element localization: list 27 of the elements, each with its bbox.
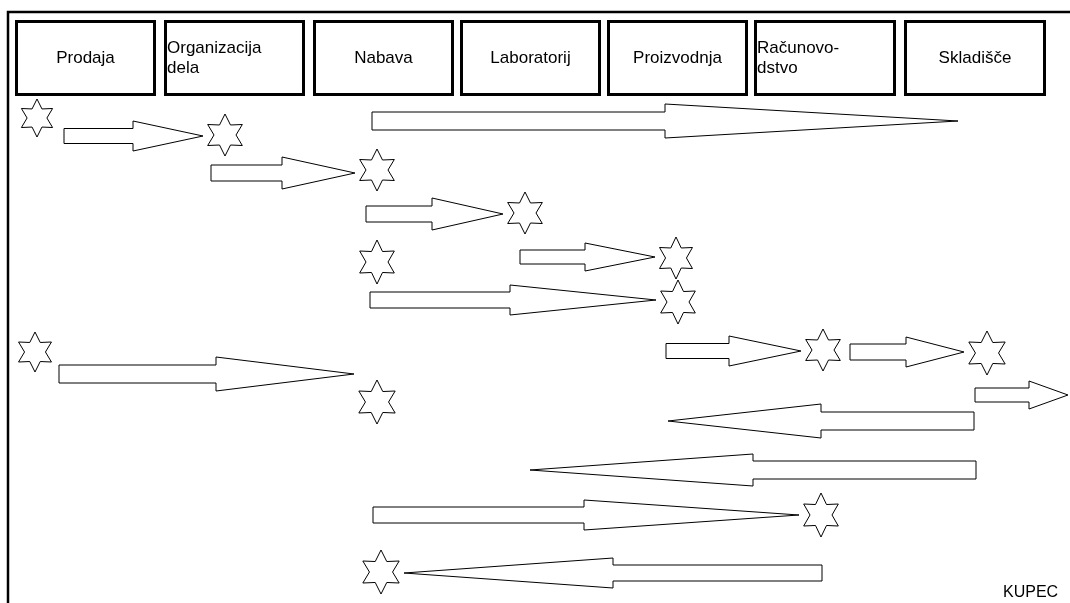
block-arrow [365, 197, 504, 231]
block-arrow [403, 557, 823, 589]
department-name: Prodaja [56, 48, 115, 68]
block-arrow [372, 499, 800, 531]
department-box [15, 20, 156, 96]
department-box [904, 20, 1046, 96]
department-name: Laboratorij [490, 48, 571, 68]
department-name: Skladišče [938, 48, 1012, 68]
department-name: Organizacija dela [167, 38, 263, 78]
block-arrow [519, 242, 656, 272]
customer-label: KUPEC [1003, 583, 1059, 601]
block-arrow [58, 356, 355, 392]
department-box [460, 20, 601, 96]
department-box [607, 20, 748, 96]
department-name: Proizvodnja [633, 48, 722, 68]
department-name: Nabava [354, 48, 413, 68]
department-box [164, 20, 305, 96]
block-arrow [974, 380, 1069, 410]
block-arrow [63, 120, 204, 152]
block-arrow [369, 284, 657, 316]
block-arrow [371, 103, 959, 139]
department-name: Računovo- dstvo [757, 38, 841, 78]
department-box [313, 20, 454, 96]
block-arrow [210, 156, 356, 190]
block-arrow [665, 335, 802, 367]
department-box [754, 20, 896, 96]
block-arrow [849, 336, 965, 368]
